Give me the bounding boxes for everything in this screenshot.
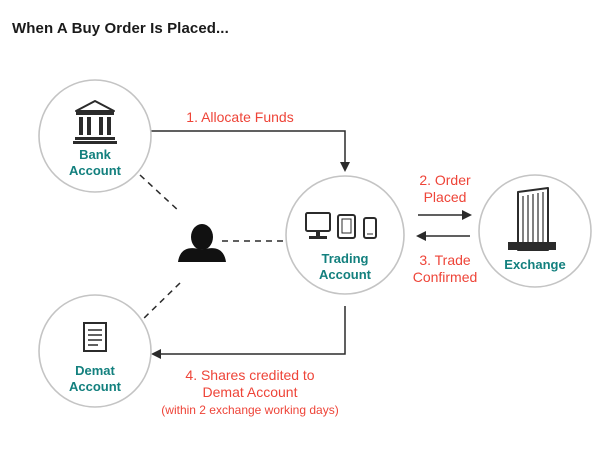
step-order-line2: Placed [424,189,467,205]
demat-label-line2: Account [69,379,122,394]
shares-credited-arrow [151,306,346,359]
exchange-node: Exchange [478,174,592,288]
demat-account-node: Demat Account [38,294,152,408]
bank-label-line2: Account [69,163,122,178]
investor-bank-link [139,174,181,213]
exchange-building-icon [508,187,556,251]
trading-label-line2: Account [319,267,372,282]
person-icon [178,224,226,262]
document-icon [83,322,107,352]
devices-icon [305,212,377,239]
step-order-line1: 2. Order [419,172,471,188]
demat-label-line1: Demat [75,363,115,378]
step-credit-note: (within 2 exchange working days) [161,403,338,417]
investor-demat-link [139,282,181,323]
bank-label-line1: Bank [79,147,112,162]
bank-building-icon [73,100,117,144]
step-credit-line2: Demat Account [203,384,298,400]
step-trade-line1: 3. Trade [419,252,471,268]
allocate-funds-arrow [150,130,350,172]
bank-account-node: Bank Account [38,79,152,193]
step-allocate-funds: 1. Allocate Funds [186,109,293,125]
trading-label-line1: Trading [322,251,369,266]
page-title: When A Buy Order Is Placed... [12,20,229,37]
step-trade-line2: Confirmed [413,269,478,285]
step-credit-line1: 4. Shares credited to [185,367,314,383]
trading-account-node: Trading Account [285,175,405,295]
exchange-label: Exchange [504,257,565,272]
